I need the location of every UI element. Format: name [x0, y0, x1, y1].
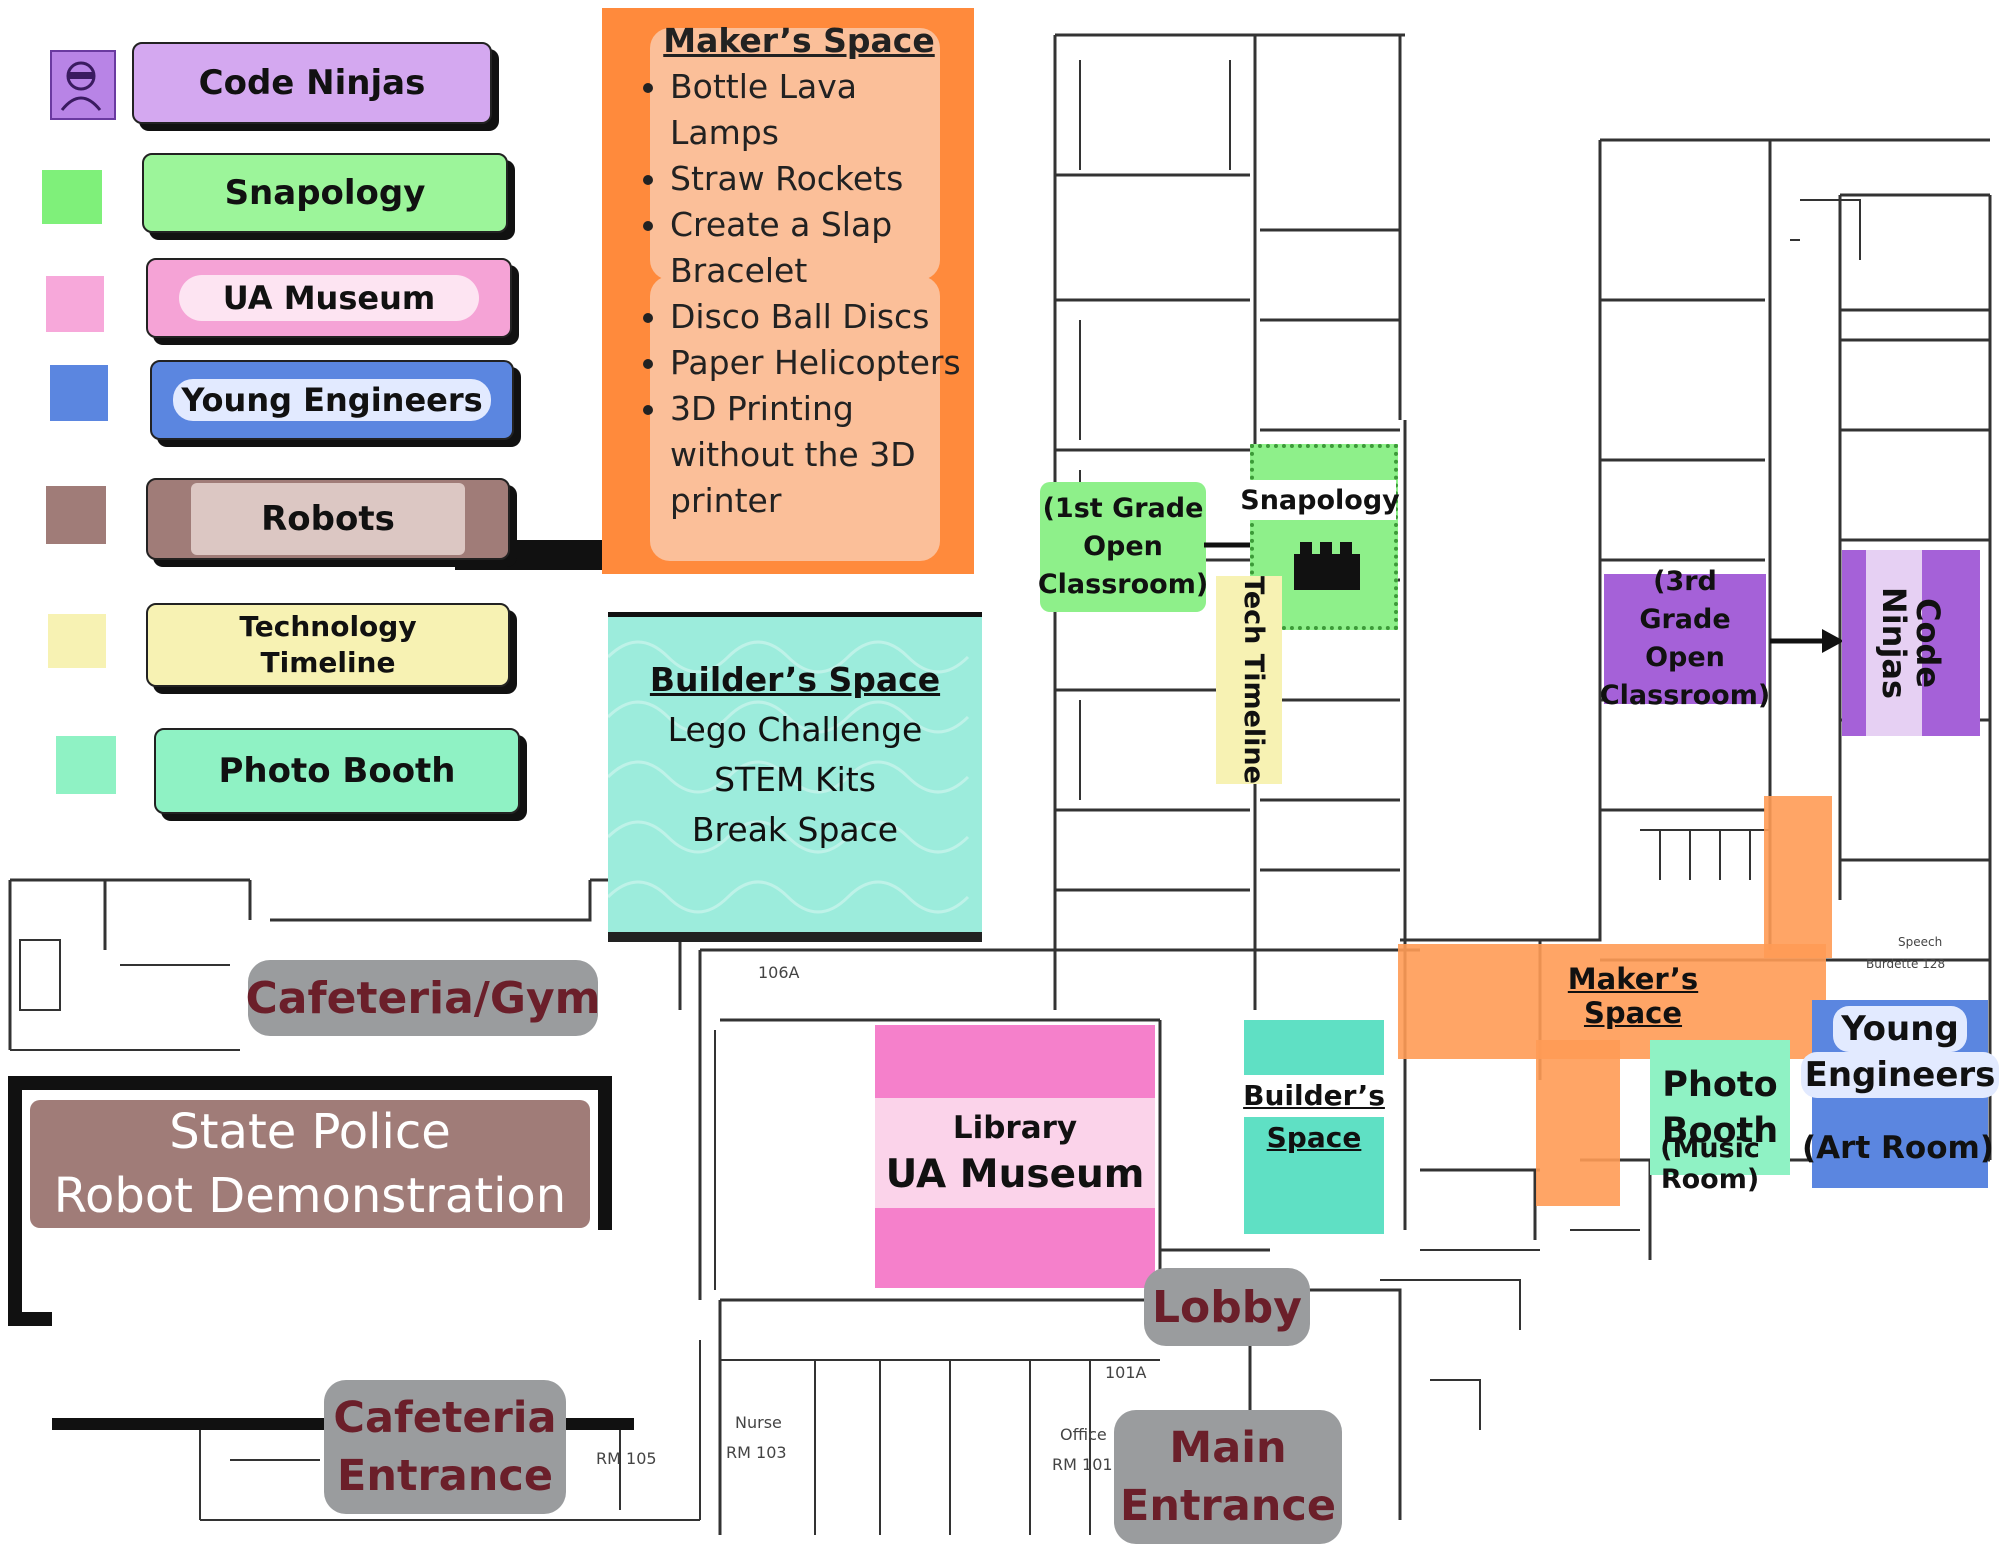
library-label: Library [952, 1109, 1078, 1146]
makers-space-item: Straw Rockets [670, 156, 964, 202]
lobby-label: Lobby [1144, 1268, 1310, 1346]
cafeteria-entrance-line: Cafeteria [333, 1393, 557, 1443]
third-grade-line: Open [1645, 642, 1725, 673]
young-engineers-line: Engineers [1800, 1052, 1999, 1098]
makers-space-list: Bottle Lava Lamps Straw Rockets Create a… [634, 64, 964, 524]
legend-robots-label: Robots [191, 483, 465, 555]
makers-corridor-right [1764, 796, 1832, 958]
builders-space-panel: Builder’s Space Lego Challenge STEM Kits… [608, 612, 982, 942]
makers-space-inner-bottom [650, 276, 940, 561]
office-label: Office [1060, 1425, 1107, 1444]
music-room-label: (Music Room) [1660, 1133, 1760, 1195]
nurse-label: Nurse [735, 1413, 782, 1432]
first-grade-classroom: (1st Grade Open Classroom) [1037, 482, 1209, 612]
photo-booth-line: Photo [1662, 1064, 1778, 1105]
first-grade-line: Classroom) [1037, 569, 1209, 600]
photo-booth-area: Photo Booth [1650, 1040, 1790, 1175]
ua-museum-map-label: UA Museum [885, 1151, 1145, 1197]
makers-space-inner-top [650, 28, 940, 280]
speech-room-label: Burdette 128 [1866, 957, 1945, 971]
room-101a-label: 101A [1105, 1363, 1147, 1382]
makers-corridor-down [1536, 1040, 1620, 1206]
code-ninjas-map-label: Code Ninjas [1875, 550, 1947, 736]
code-ninjas-area-stripe [1866, 550, 1922, 736]
legend-tech-timeline: Technology Timeline [146, 603, 510, 687]
young-engineers-map-label: Young Engineers [1800, 1006, 1999, 1098]
office-room-label: RM 101 [1052, 1455, 1113, 1474]
builders-space-line: Lego Challenge [667, 710, 923, 749]
legend-tech-timeline-line1: Technology [239, 609, 417, 643]
builders-space-line: Space [1266, 1121, 1362, 1154]
faculty-room-label: RM 105 [596, 1449, 657, 1468]
code-ninjas-line: Ninjas [1875, 586, 1913, 700]
main-entrance-line: Main [1169, 1423, 1287, 1473]
lego-brick-icon [1294, 542, 1360, 590]
cafeteria-gym-label: Cafeteria/Gym [245, 960, 601, 1036]
arrow-right-icon [1770, 629, 1844, 653]
makers-corridor-main [1398, 944, 1826, 1059]
makers-space-item: Disco Ball Discs [670, 294, 964, 340]
makers-space-item: Bottle Lava Lamps [670, 64, 964, 156]
makers-space-item: Paper Helicopters [670, 340, 964, 386]
cafeteria-entrance-label: Cafeteria Entrance [324, 1380, 566, 1514]
state-police-line: Robot Demonstration [53, 1168, 567, 1224]
makers-space-title: Maker’s Space [663, 21, 935, 60]
legend-young-engineers-label: Young Engineers [173, 379, 491, 421]
third-grade-line: (3rd Grade [1639, 566, 1731, 635]
third-grade-classroom: (3rd Grade Open Classroom) [1600, 566, 1770, 711]
legend-young-engineers: Young Engineers [150, 360, 514, 440]
robots-swatch [46, 486, 106, 544]
state-police-label: State Police Robot Demonstration [30, 1100, 590, 1228]
builders-space-content: Builder’s Space Lego Challenge STEM Kits… [608, 655, 982, 855]
legend-snapology: Snapology [142, 153, 508, 233]
ua-museum-swatch [46, 276, 104, 332]
art-room-label: (Art Room) [1802, 1130, 1994, 1166]
code-ninjas-line: Code [1909, 597, 1947, 689]
builders-space-map-label: Builder’s Space [1239, 1074, 1389, 1160]
builders-space-area [1244, 1020, 1384, 1234]
builders-space-line: Break Space [691, 810, 899, 849]
makers-space-item: Create a Slap Bracelet [670, 202, 964, 294]
snapology-map-label: Snapology [1240, 480, 1400, 520]
library-label-box: Library UA Museum [875, 1098, 1155, 1208]
legend-robots: Robots [146, 478, 510, 560]
wave-pattern [608, 640, 970, 914]
legend-code-ninjas: Code Ninjas [132, 42, 492, 124]
legend-photo-booth: Photo Booth [154, 728, 520, 814]
legend-ua-museum-label: UA Museum [178, 275, 480, 321]
legend-ua-museum: UA Museum [146, 258, 512, 338]
tech-timeline-swatch [48, 614, 106, 668]
ninja-icon [60, 61, 102, 111]
cafeteria-entrance-line: Entrance [336, 1451, 554, 1501]
speech-label: Speech [1898, 935, 1942, 949]
makers-space-content: Maker’s Space Bottle Lava Lamps Straw Ro… [634, 18, 964, 524]
room-106a-label: 106A [758, 963, 800, 982]
builders-space-title: Builder’s Space [649, 660, 941, 699]
photo-booth-line: Booth [1661, 1110, 1779, 1151]
main-entrance-line: Entrance [1119, 1481, 1337, 1531]
makers-space-map-label: Maker’s Space [1567, 962, 1699, 1030]
photo-booth-swatch [56, 736, 116, 794]
snapology-swatch [42, 170, 102, 224]
main-entrance-label: Main Entrance [1114, 1410, 1342, 1544]
state-police-line: State Police [169, 1104, 451, 1160]
builders-space-line: Builder’s [1239, 1075, 1389, 1117]
tech-timeline-area [1216, 576, 1282, 784]
first-grade-line: Open [1083, 531, 1163, 562]
builders-space-line: STEM Kits [714, 760, 876, 799]
young-engineers-swatch [50, 365, 108, 421]
tech-timeline-map-label: Tech Timeline [1238, 576, 1270, 784]
third-grade-line: Classroom) [1599, 680, 1771, 711]
code-ninjas-swatch [50, 50, 116, 120]
legend-tech-timeline-line2: Timeline [260, 646, 396, 679]
first-grade-line: (1st Grade [1042, 493, 1204, 524]
makers-space-item: 3D Printing without the 3D printer [670, 386, 964, 524]
young-engineers-line: Young [1833, 1006, 1967, 1052]
nurse-room-label: RM 103 [726, 1443, 787, 1462]
